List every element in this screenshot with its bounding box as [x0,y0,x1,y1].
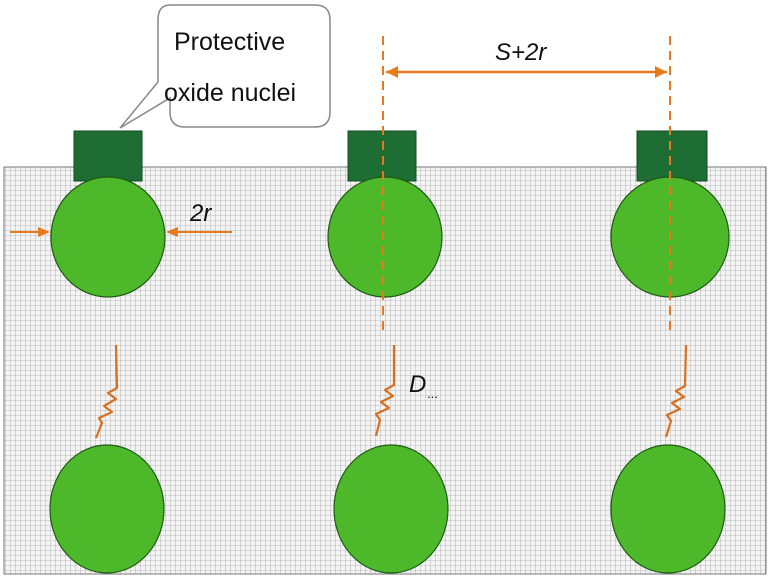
nucleus-lower-middle [333,444,449,574]
nucleus-lower-right [610,444,726,574]
diffusion-path-middle [374,345,396,437]
oxide-nucleus-cap-right [636,130,708,182]
diffusion-label: D [409,371,426,398]
callout-bubble [119,4,331,129]
oxide-nucleus-cap-left [73,130,143,182]
callout-line-2: oxide nuclei [164,79,296,107]
radius-label: 2r [189,200,212,227]
nucleus-upper-middle [327,176,443,298]
callout-line-1: Protective [174,28,285,56]
diffusion-path-left [94,344,119,439]
spacing-dimension [386,66,667,78]
diffusion-path-right [664,344,688,438]
spacing-label: S+2r [495,39,547,66]
nucleus-lower-left [49,444,165,574]
diffusion-subscript: ... [427,386,438,401]
nucleus-upper-left [50,176,166,298]
radius-dimension [10,227,232,237]
